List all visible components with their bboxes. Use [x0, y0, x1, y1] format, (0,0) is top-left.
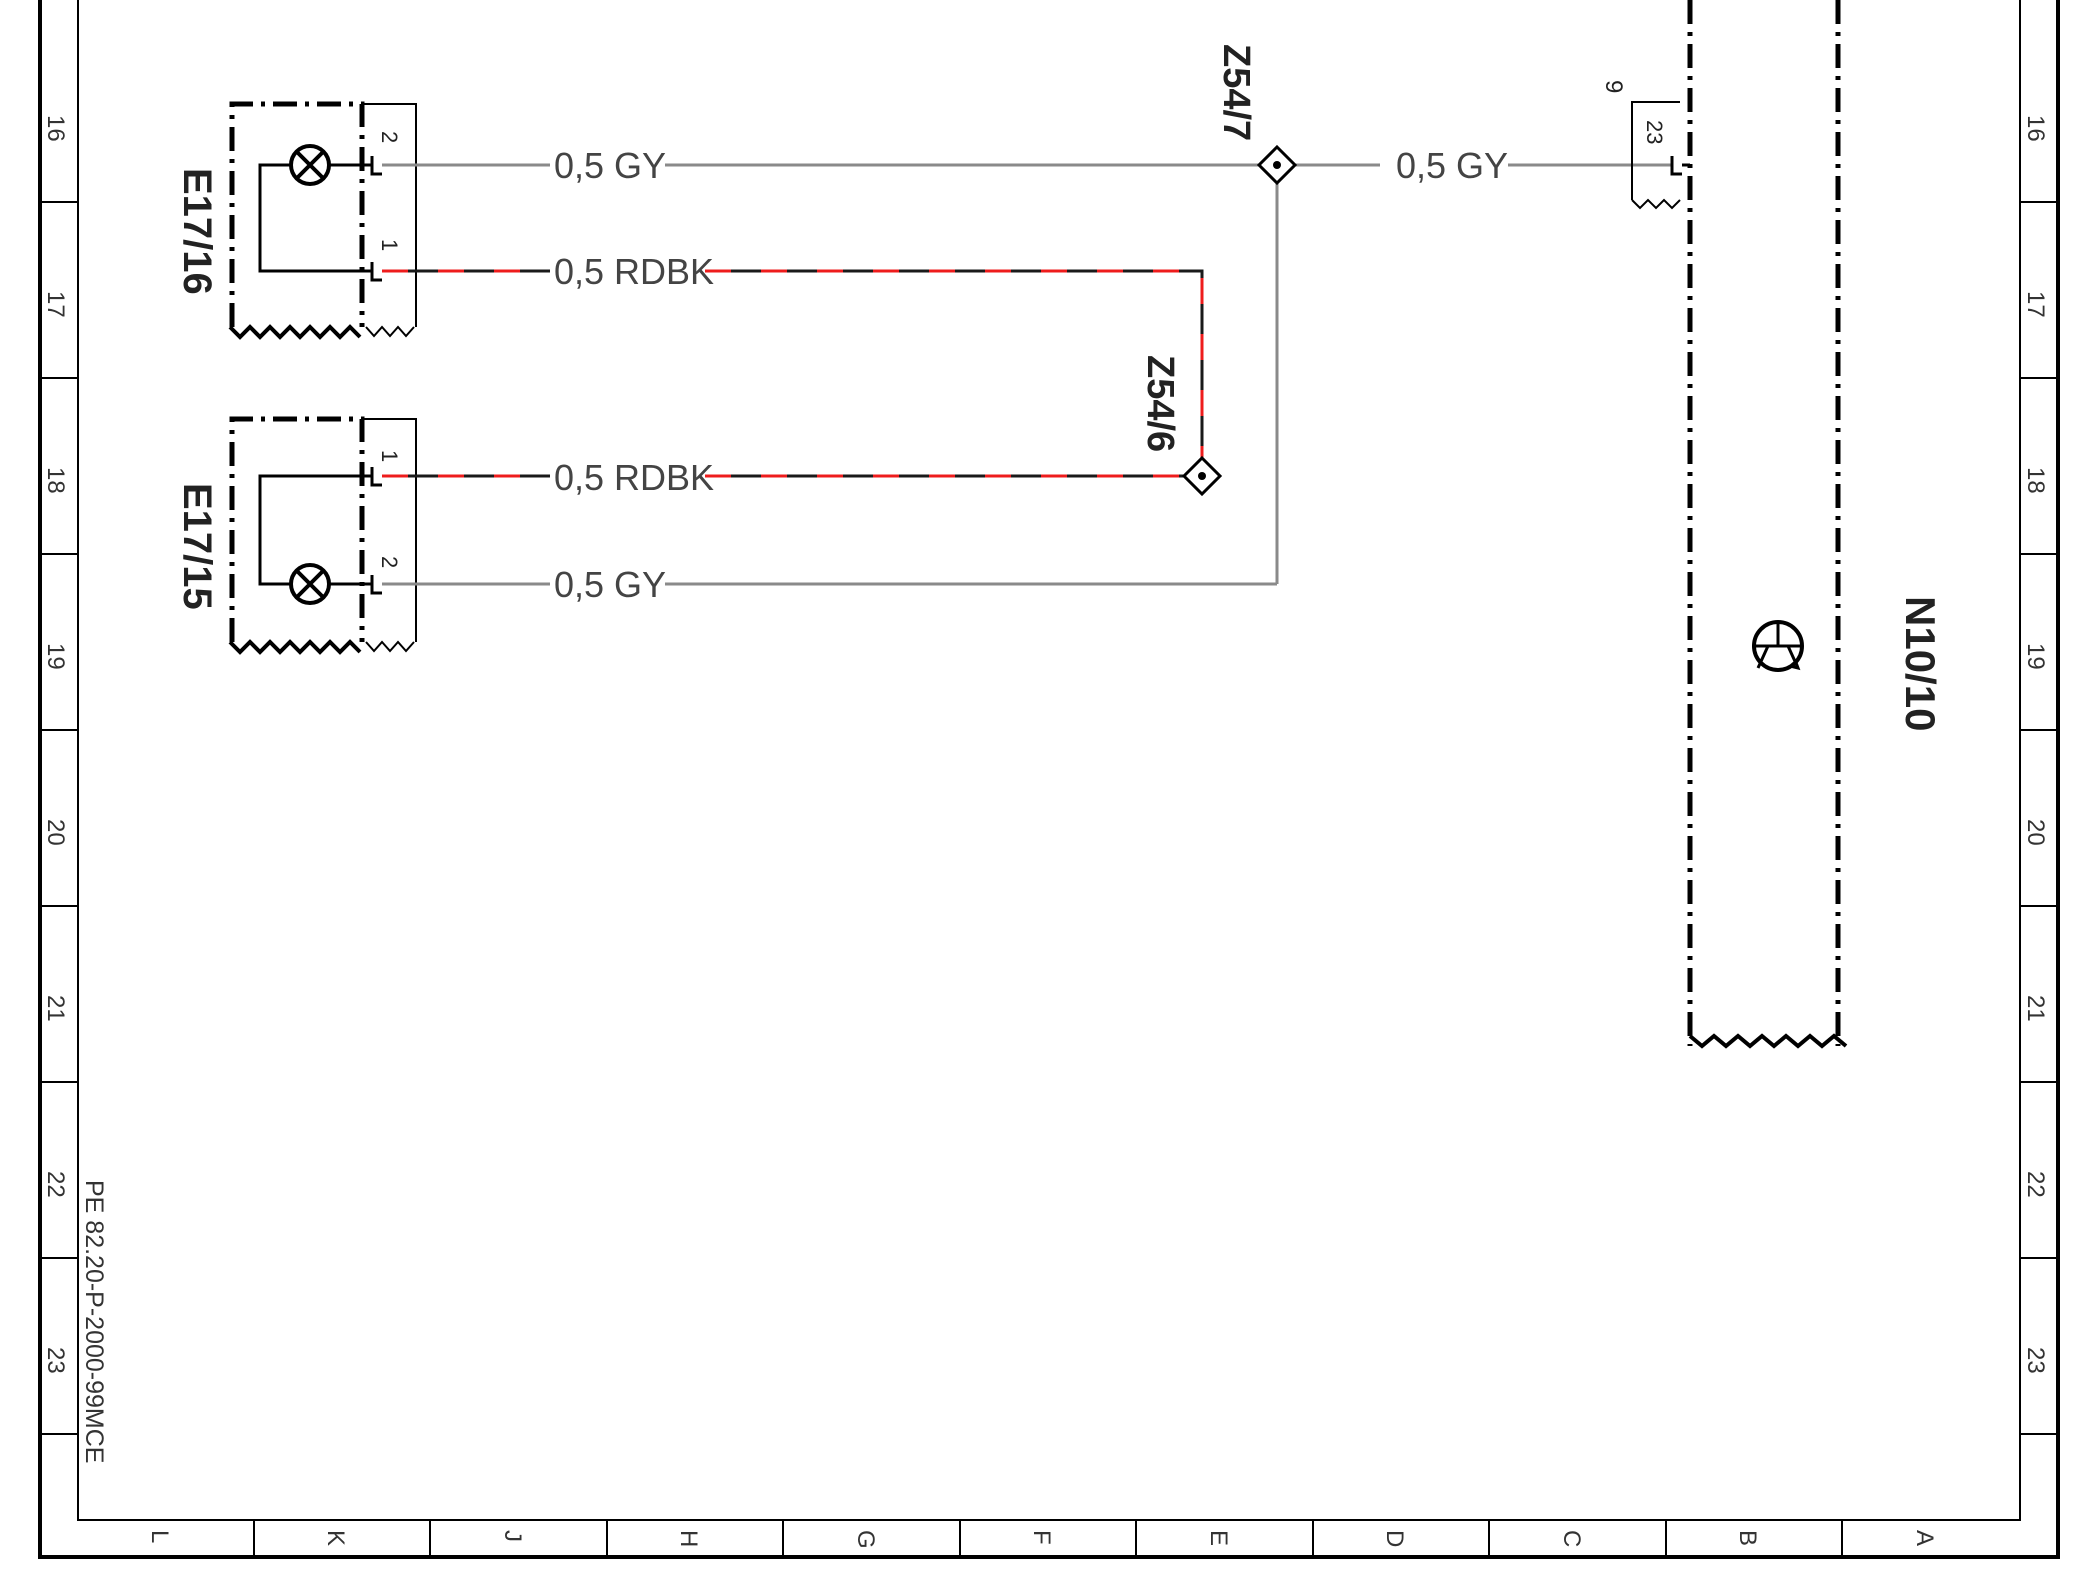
row-label: 21 [2022, 995, 2049, 1022]
column-label: A [1911, 1530, 1938, 1546]
column-label: J [499, 1530, 526, 1542]
column-label: L [146, 1530, 173, 1543]
component-e17-16: 2 1 E17/16 [175, 101, 417, 340]
column-label: G [852, 1530, 879, 1549]
component-n10-10: 23 9 N10/10 [1600, 0, 1944, 1049]
wire-rdbk-1 [382, 269, 1204, 477]
splice-label: Z54/6 [1139, 355, 1181, 452]
column-label: D [1381, 1530, 1408, 1547]
row-label: 17 [2022, 291, 2049, 318]
row-label: 19 [2022, 643, 2049, 670]
splice-label: Z54/7 [1215, 44, 1257, 141]
component-e17-15: 1 2 E17/15 [175, 416, 417, 655]
row-label: 16 [42, 115, 69, 142]
pin-label: 23 [1642, 120, 1667, 144]
row-label: 17 [42, 291, 69, 318]
lamp-icon [289, 563, 331, 605]
row-label: 20 [2022, 819, 2049, 846]
splice-z54-7: Z54/7 [1215, 44, 1298, 186]
pin-label: 2 [377, 556, 402, 568]
column-label: K [322, 1530, 349, 1546]
row-label: 21 [42, 995, 69, 1022]
pin-label: 2 [377, 131, 402, 143]
row-label: 23 [2022, 1347, 2049, 1374]
row-label: 22 [42, 1171, 69, 1198]
column-label: B [1734, 1530, 1761, 1546]
wire-label: 0,5 GY [554, 564, 666, 605]
row-label: 16 [2022, 115, 2049, 142]
component-label: E17/16 [175, 168, 219, 295]
wires [382, 163, 1672, 586]
row-label: 23 [42, 1347, 69, 1374]
row-labels-right: 16 17 18 19 20 21 22 23 [2022, 115, 2049, 1374]
component-label: N10/10 [1897, 596, 1944, 731]
splice-z54-6: Z54/6 [1139, 355, 1223, 497]
wire-label: 0,5 RDBK [554, 457, 714, 498]
row-label: 19 [42, 643, 69, 670]
pin-label: 1 [377, 450, 402, 462]
lamp-icon [289, 144, 331, 186]
row-label: 18 [2022, 467, 2049, 494]
wire-label: 0,5 RDBK [554, 251, 714, 292]
document-code: PE 82.20-P-2000-99MCE [80, 1180, 108, 1463]
pin-label: 9 [1600, 80, 1627, 93]
row-label: 22 [2022, 1171, 2049, 1198]
column-labels: L K J H G F E D C B A [146, 1530, 1938, 1549]
wire-labels: 0,5 GY 0,5 GY 0,5 RDBK 0,5 RDBK 0,5 GY [554, 145, 1508, 605]
row-label: 18 [42, 467, 69, 494]
row-labels-left: 16 17 18 19 20 21 22 23 [42, 115, 69, 1374]
transistor-icon [1752, 620, 1804, 672]
pin-label: 1 [377, 239, 402, 251]
column-label: E [1205, 1530, 1232, 1546]
drawing-frame [38, 0, 2060, 1559]
component-label: E17/15 [175, 483, 219, 610]
wire-label: 0,5 GY [1396, 145, 1508, 186]
wire-label: 0,5 GY [554, 145, 666, 186]
column-label: H [675, 1530, 702, 1547]
column-label: C [1558, 1530, 1585, 1547]
column-label: F [1028, 1530, 1055, 1545]
row-label: 20 [42, 819, 69, 846]
